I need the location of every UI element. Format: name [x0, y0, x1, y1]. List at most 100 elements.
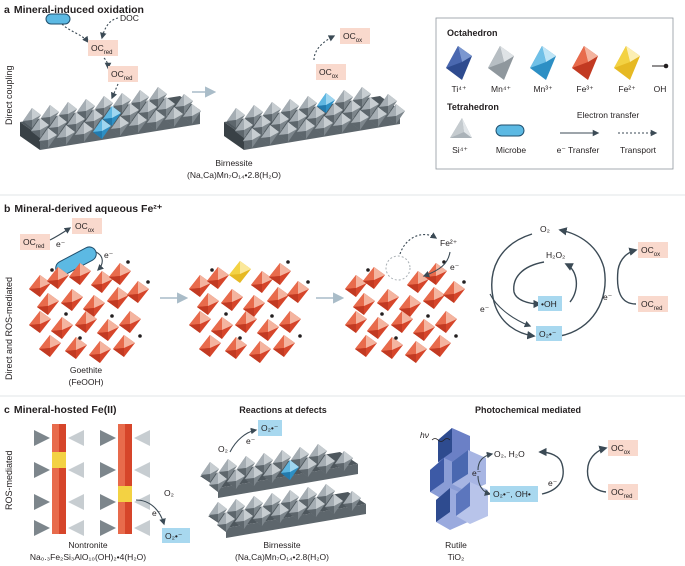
electron-label: e⁻	[56, 239, 66, 249]
transport-arrow	[103, 57, 112, 70]
o2-label: O₂	[540, 224, 550, 234]
oc-red-box	[108, 66, 138, 82]
o2-h2o-label: O₂, H₂O	[494, 449, 525, 459]
oc-ox-box	[340, 28, 370, 44]
oc-ox-box	[72, 218, 102, 234]
electron-label: e⁻	[548, 478, 558, 488]
legend-label: Mn⁴⁺	[491, 84, 511, 94]
legend-tetrahedron-title: Tetrahedron	[447, 102, 499, 112]
photochemical-title: Photochemical mediated	[475, 405, 581, 415]
cycle-arrow	[564, 263, 577, 303]
legend: Octahedron Ti⁴⁺ Mn⁴⁺ Mn³⁺ Fe³⁺ Fe²⁺ OH T…	[435, 17, 674, 170]
legend-label: Ti⁴⁺	[452, 84, 467, 94]
birnessite-name: Birnessite	[215, 158, 253, 168]
cycle-arrow	[538, 447, 564, 495]
birnessite-sheet	[208, 484, 366, 538]
legend-label: Fe²⁺	[618, 84, 636, 94]
goethite-structure	[29, 260, 150, 363]
legend-label: Mn³⁺	[533, 84, 553, 94]
si-tetrahedron-icon	[450, 118, 472, 138]
oc-red-box	[638, 296, 668, 312]
transport-arrow	[61, 23, 89, 44]
electron-label: e⁻	[472, 468, 482, 478]
fe2-label: Fe²⁺	[440, 238, 458, 248]
nontronite-structure	[34, 424, 150, 536]
nontronite-formula: Na₀.₃Fe₂Si₃AlO₁₀(OH)₂•4(H₂O)	[30, 552, 146, 562]
reactions-at-defects-title: Reactions at defects	[239, 405, 327, 415]
electron-arrow	[229, 427, 258, 453]
birnessite-formula: (Na,Ca)Mn₇O₁₄•2.8(H₂O)	[235, 552, 329, 562]
oc-red-box	[20, 234, 50, 250]
oc-ox-label: OCox	[343, 31, 362, 44]
superoxide-box	[536, 326, 562, 341]
electron-arrow	[477, 451, 494, 471]
superoxide-box	[162, 528, 190, 543]
oh-icon	[652, 63, 669, 69]
rutile-structure	[430, 428, 488, 530]
legend-transport-label: Transport	[620, 145, 657, 155]
goethite-formula: (FeOOH)	[69, 377, 104, 387]
superoxide-label: O₂•⁻	[539, 329, 557, 339]
o2-label: O₂	[164, 488, 174, 498]
cycle-arrow	[616, 247, 638, 305]
electron-arrow	[49, 227, 72, 241]
goethite-structure	[189, 260, 310, 363]
oc-ox-label: OCox	[641, 245, 660, 258]
ti-octahedron-icon	[446, 46, 472, 80]
birnessite-formula: (Na,Ca)Mn₇O₁₄•2.8(H₂O)	[187, 170, 281, 180]
section-c-side-label: ROS-mediated	[4, 450, 14, 510]
oc-ox-label: OCox	[75, 221, 94, 234]
superoxide-label: O₂•⁻	[165, 531, 183, 541]
transport-arrow	[100, 17, 119, 40]
electron-arrow	[95, 251, 105, 271]
light-wave-icon	[431, 438, 451, 442]
vacancy-site	[385, 255, 411, 281]
oc-ox-box	[608, 440, 638, 456]
hv-label: hν	[420, 430, 430, 440]
section-a-side-label: Direct coupling	[4, 65, 14, 125]
rutile-formula: TiO₂	[448, 552, 465, 562]
hydroxyl-radical-label: •OH	[541, 299, 557, 309]
oc-red-label: OCred	[91, 43, 112, 56]
fe2-octahedron-icon	[614, 46, 640, 80]
oc-red-box	[88, 40, 118, 56]
electron-arrow	[422, 251, 451, 278]
birnessite-name: Birnessite	[263, 540, 301, 550]
birnessite-sheet	[200, 444, 358, 498]
legend-si-label: Si⁴⁺	[452, 145, 468, 155]
legend-octahedron-title: Octahedron	[447, 28, 498, 38]
oc-ox-label: OCox	[319, 67, 338, 80]
superoxide-box	[258, 420, 282, 436]
nontronite-name: Nontronite	[68, 540, 107, 550]
oc-red-label: OCred	[111, 69, 132, 82]
legend-label: OH	[654, 84, 667, 94]
oc-red-label: OCred	[641, 299, 662, 312]
electron-label: e⁻	[480, 304, 490, 314]
section-b-side-label: Direct and ROS-mediated	[4, 277, 14, 380]
transport-arrow	[399, 232, 438, 255]
transport-arrow	[313, 35, 336, 61]
superoxide-label: O₂•⁻	[261, 423, 279, 433]
oc-red-label: OCred	[611, 487, 632, 500]
oc-red-box	[608, 484, 638, 500]
ros-box	[490, 486, 538, 502]
electron-label: e⁻	[450, 262, 460, 272]
legend-e-transfer-label: e⁻ Transfer	[557, 145, 600, 155]
electron-arrow	[135, 499, 166, 526]
electron-arrow	[489, 293, 532, 328]
oc-ox-box	[316, 64, 346, 80]
cycle-arrow	[513, 261, 545, 309]
mn3-octahedron-icon	[530, 46, 556, 80]
birnessite-sheet	[224, 87, 405, 150]
oc-ox-label: OCox	[611, 443, 630, 456]
legend-label: Fe³⁺	[576, 84, 594, 94]
cycle-arrow	[491, 233, 536, 340]
electron-label: e⁻	[603, 292, 613, 302]
electron-arrow	[477, 475, 492, 496]
hydroxyl-radical-box	[538, 296, 562, 311]
microbe-icon	[495, 124, 525, 137]
